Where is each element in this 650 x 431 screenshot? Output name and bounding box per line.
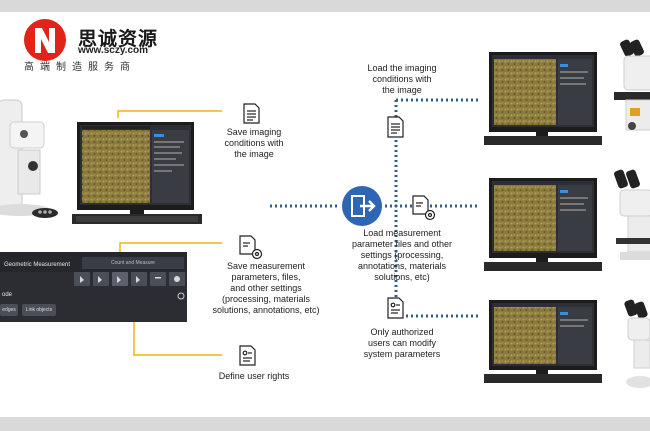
label-save-measurement: Save measurement parameters, files, and … xyxy=(212,261,320,315)
logo-url: www.sczy.com xyxy=(78,45,149,56)
document-settings-icon-load-measurement xyxy=(412,195,436,221)
logo-tagline: 高端制造服务商 xyxy=(24,62,136,73)
label-only-authorized: Only authorized users can modify system … xyxy=(363,327,441,359)
bottom-band xyxy=(0,417,650,431)
software-panel-link-objects-button[interactable]: Link objects xyxy=(22,304,56,316)
microscope-right-bottom xyxy=(624,299,650,388)
document-settings-icon-save-measurement xyxy=(239,235,263,260)
document-icons xyxy=(239,103,436,366)
main-computer xyxy=(72,122,202,224)
label-define-user-rights: Define user rights xyxy=(218,371,290,381)
software-panel-mode-label: ode xyxy=(2,292,13,298)
software-panel-segment[interactable]: Count and Measure xyxy=(111,260,155,266)
microscope-right-top xyxy=(614,39,650,131)
logo-mark xyxy=(24,19,66,61)
right-computer-middle xyxy=(484,178,602,271)
top-band xyxy=(0,0,650,12)
microscope-left xyxy=(0,99,50,216)
document-icon-save-imaging xyxy=(243,103,260,124)
document-user-icon-authorized xyxy=(387,297,404,319)
label-load-imaging: Load the imaging conditions with the ima… xyxy=(367,63,437,95)
document-icon-load-imaging xyxy=(387,116,404,138)
small-device xyxy=(32,208,58,218)
software-panel-title: Geometric Measurement xyxy=(4,262,71,268)
hub-transfer-icon xyxy=(342,186,382,226)
right-computer-bottom xyxy=(484,300,602,383)
right-computer-top xyxy=(484,52,602,145)
label-save-imaging: Save imaging conditions with the image xyxy=(224,127,284,159)
software-panel-edges-button[interactable]: edges xyxy=(0,304,18,316)
label-load-measurement: Load measurement parameter files and oth… xyxy=(351,228,453,282)
document-user-icon-define-rights xyxy=(239,345,256,366)
microscope-right-middle xyxy=(614,169,650,260)
logo-brand-name: 思诚资源 xyxy=(78,29,159,50)
